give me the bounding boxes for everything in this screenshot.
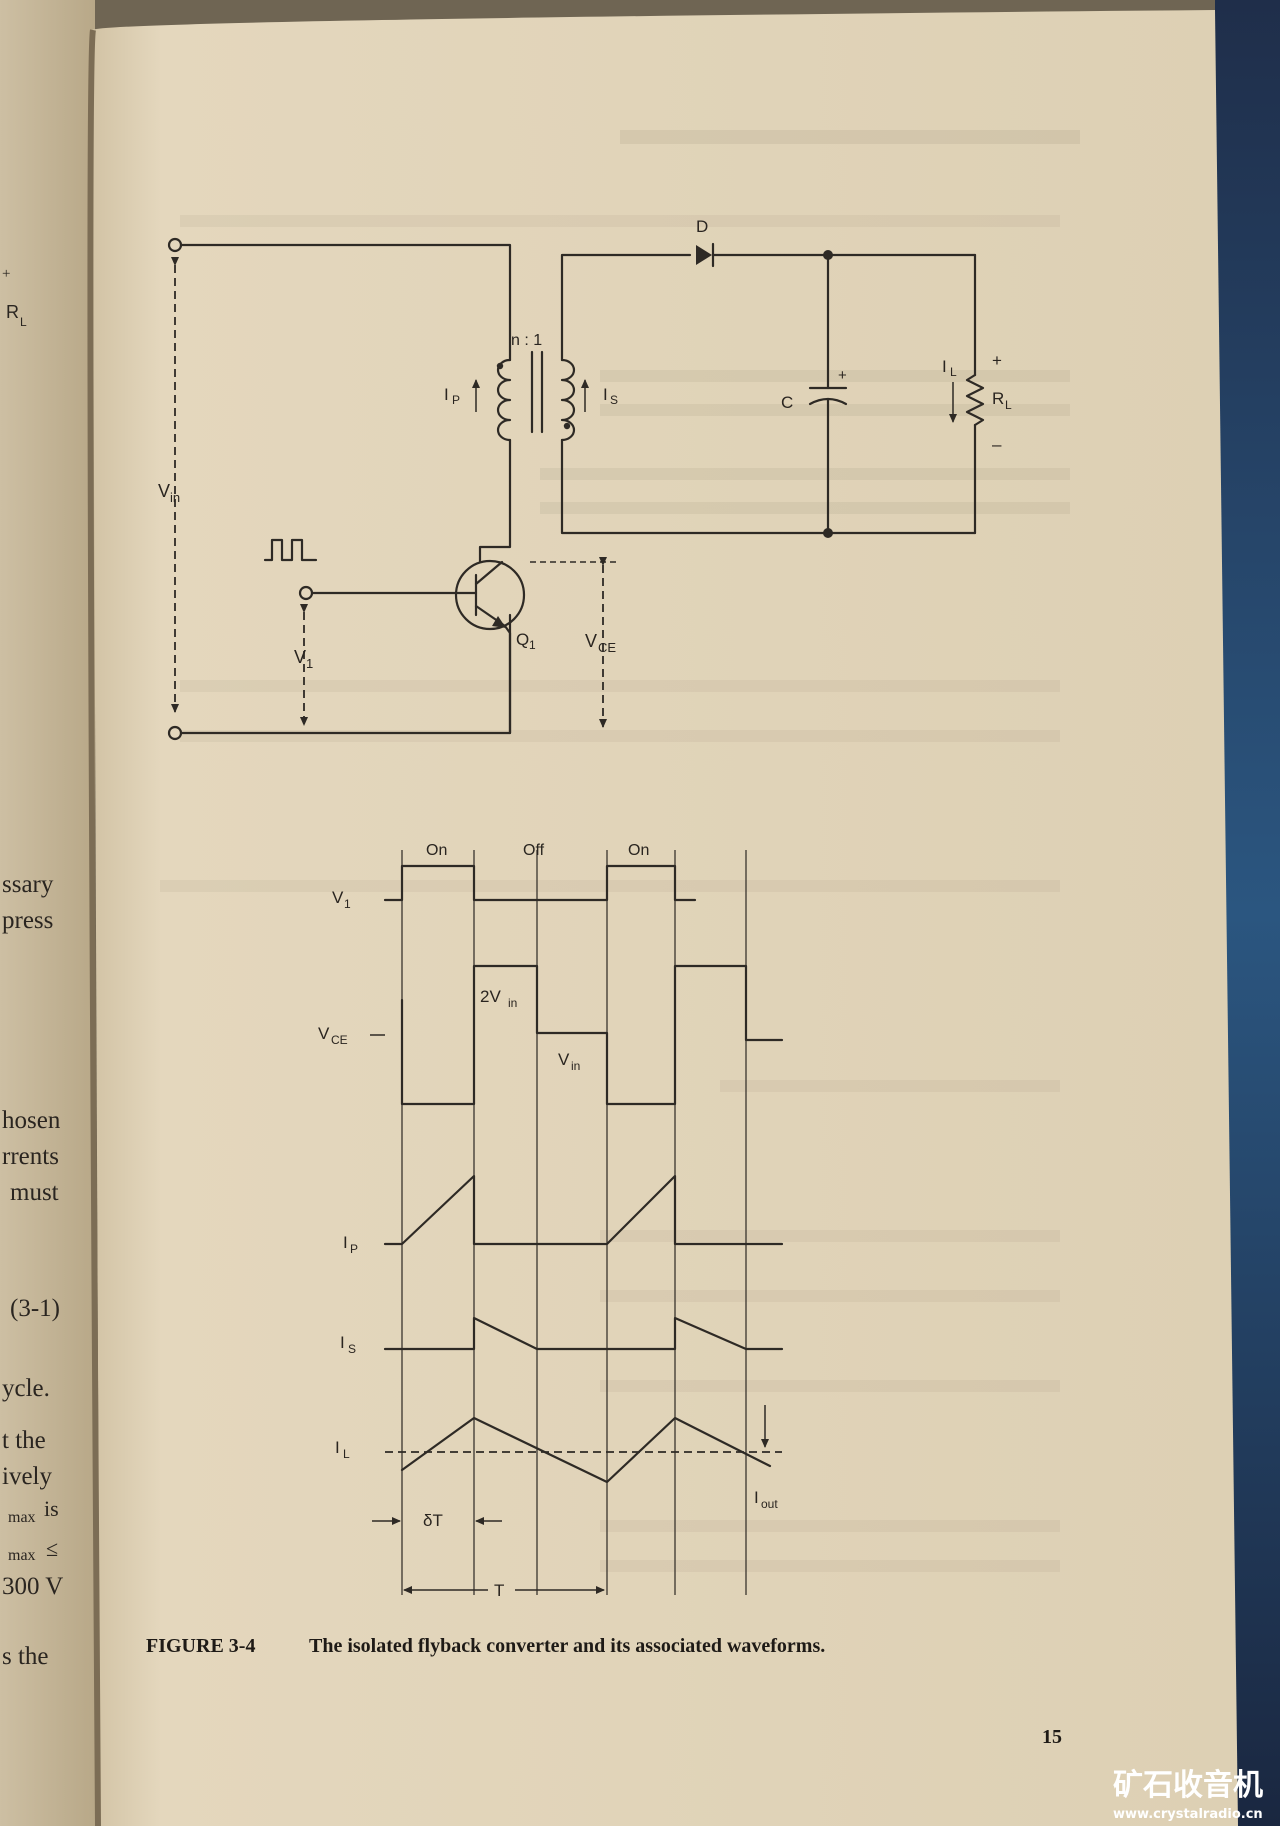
capacitor-label: C [781, 393, 793, 412]
emitter-wire [503, 624, 512, 735]
is-label-sub: S [610, 393, 618, 407]
input-terminal-top [167, 237, 183, 253]
v1-trace-label-sub: 1 [344, 897, 351, 911]
vin-trace-label: V [558, 1050, 570, 1069]
il-trace-label: I [335, 1438, 340, 1457]
secondary-winding [560, 358, 576, 442]
watermark-title: 矿石收音机 [1113, 1768, 1263, 1803]
left-fragment-max-2: max [8, 1547, 36, 1564]
load-resistor [965, 373, 985, 427]
il-label: I [942, 357, 947, 376]
il-label-sub: L [950, 365, 957, 379]
delta-t-label: δT [423, 1511, 443, 1530]
primary-top-wire [179, 243, 512, 362]
ip-label: I [444, 385, 449, 404]
vce-trace-label-sub: CE [331, 1033, 348, 1047]
left-fragment-le: ≤ [46, 1536, 58, 1561]
secondary-top-wire [560, 253, 692, 362]
base-terminal [298, 585, 314, 601]
secondary-bottom-wire [560, 438, 977, 535]
vce-label-sub: CE [598, 640, 616, 655]
vce-label: V [585, 631, 597, 651]
left-fragment-hosen: hosen [2, 1107, 61, 1134]
watermark-url: www.crystalradio.cn [1113, 1807, 1263, 1822]
left-fragment-s-the: s the [2, 1643, 49, 1670]
il-trace-label-sub: L [343, 1447, 350, 1461]
capacitor-plus: + [838, 367, 847, 384]
vin-label-sub: in [170, 490, 180, 505]
right-page [92, 10, 1238, 1826]
left-page-fragments: + R L ssary press hosen rrents must (3-1… [2, 266, 63, 1670]
vce-trace [400, 964, 784, 1106]
left-fragment-equation-number: (3-1) [10, 1295, 60, 1322]
diode-label: D [696, 217, 708, 236]
vin-trace-label-sub: in [571, 1059, 580, 1073]
input-terminal-bottom [167, 725, 183, 741]
ip-trace-label: I [343, 1233, 348, 1252]
vce-trace-label: V [318, 1024, 330, 1043]
phase-off: Off [523, 842, 545, 859]
transformer-ratio: n : 1 [511, 332, 542, 349]
primary-dot [496, 362, 504, 370]
secondary-dot [563, 422, 571, 430]
q1-label: Q [516, 630, 529, 649]
transistor-envelope [454, 559, 526, 631]
figure-caption: The isolated flyback converter and its a… [309, 1635, 825, 1657]
figure-number: FIGURE 3-4 [146, 1635, 255, 1657]
left-fragment-t-the: t the [2, 1427, 46, 1454]
primary-to-collector-wire [478, 438, 512, 564]
left-fragment-must: must [10, 1179, 59, 1206]
left-fragment-plus: + [2, 266, 10, 282]
flyback-schematic: V in n : 1 I P I S D C + [158, 217, 1012, 741]
left-fragment-rrents: rrents [2, 1143, 59, 1170]
transistor-collector [474, 560, 504, 586]
period-label: T [494, 1581, 504, 1600]
phase-on-1: On [426, 842, 447, 859]
waveform-plot: On Off On V 1 V CE 2V in V in I P I S I … [318, 842, 784, 1600]
rl-plus: + [992, 351, 1002, 370]
left-fragment-ively: ively [2, 1463, 52, 1490]
q1-label-sub: 1 [529, 638, 536, 652]
v1-trace [383, 864, 697, 902]
ip-trace [383, 1174, 784, 1246]
left-fragment-l: L [20, 315, 27, 329]
left-page [0, 0, 95, 1826]
watermark: 矿石收音机 www.crystalradio.cn [1113, 1768, 1263, 1822]
rl-label-sub: L [1005, 398, 1012, 412]
two-vin-label-sub: in [508, 996, 517, 1010]
emitter-arrow [492, 616, 506, 628]
iout-label: I [754, 1488, 759, 1507]
v1-trace-label: V [332, 888, 344, 907]
is-trace-label-sub: S [348, 1342, 356, 1356]
two-vin-label: 2V [480, 987, 501, 1006]
ip-trace-label-sub: P [350, 1242, 358, 1256]
is-label: I [603, 385, 608, 404]
left-fragment-press: press [2, 907, 53, 934]
left-fragment-300v: 300 V [2, 1573, 63, 1600]
is-trace [383, 1316, 784, 1351]
page-number: 15 [1042, 1726, 1062, 1748]
is-trace-label: I [340, 1333, 345, 1352]
rl-minus: – [992, 435, 1002, 454]
left-fragment-is: is [44, 1496, 59, 1521]
v1-label-sub: 1 [306, 656, 313, 671]
left-fragment-r: R [6, 302, 19, 322]
pulse-train-icon [263, 538, 318, 562]
left-fragment-ycle: ycle. [2, 1375, 50, 1402]
rl-label: R [992, 389, 1004, 408]
left-fragment-max-1: max [8, 1509, 36, 1526]
v1-label: V [294, 647, 306, 667]
il-trace [400, 1416, 772, 1484]
phase-on-2: On [628, 842, 649, 859]
diode-symbol [696, 245, 712, 265]
left-fragment-ssary: ssary [2, 871, 54, 898]
show-through-texture [160, 130, 1080, 1572]
ip-label-sub: P [452, 393, 460, 407]
iout-label-sub: out [761, 1497, 778, 1511]
vin-label: V [158, 481, 170, 501]
primary-winding [496, 358, 512, 442]
